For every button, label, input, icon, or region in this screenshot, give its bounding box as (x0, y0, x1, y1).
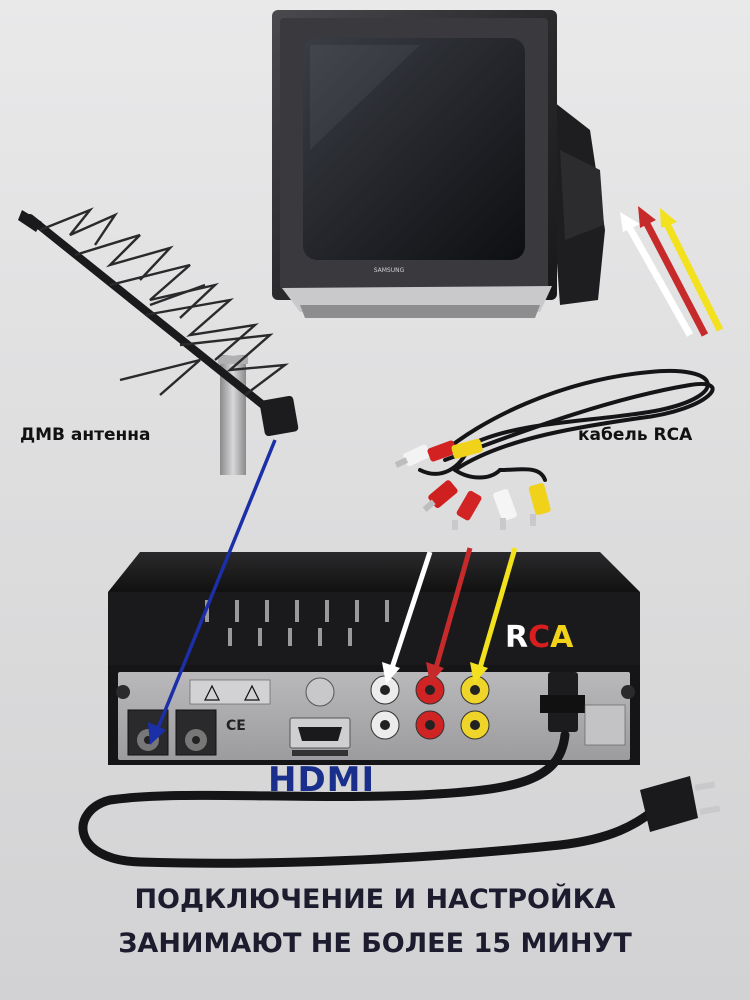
power-cable (78, 730, 721, 868)
antenna-label: ДМВ антенна (20, 425, 151, 445)
power-plug (640, 776, 721, 832)
rca-label: RCA (505, 620, 573, 655)
yellow-arrow-to-box (470, 547, 518, 684)
rca-jacks (370, 675, 490, 740)
audio-l-jack-bottom (370, 710, 400, 740)
rca-plug-red-2 (422, 480, 458, 512)
rca-plug-yellow-2 (528, 483, 551, 515)
rca-plug-red-1 (427, 440, 457, 462)
tv-input-arrows (620, 206, 724, 337)
loop-out-port (175, 709, 217, 756)
caption: ПОДКЛЮЧЕНИЕ И НАСТРОЙКА ЗАНИМАЮТ НЕ БОЛЕ… (0, 878, 750, 966)
rca-letter-a: A (550, 620, 574, 655)
video-jack-bottom (460, 710, 490, 740)
rca-plug-red-3 (456, 490, 482, 521)
hdmi-port (289, 717, 351, 756)
power-port (540, 672, 585, 732)
video-jack-top (460, 675, 490, 705)
uhf-antenna (18, 207, 299, 475)
antenna-connector-box (259, 395, 299, 437)
crt-tv: SAMSUNG (272, 10, 605, 318)
rca-letter-c: C (528, 620, 551, 655)
rca-plug-yellow-1 (451, 438, 483, 459)
hdmi-label: HDMI (268, 760, 376, 800)
rca-cable-label: кабель RCA (578, 425, 693, 445)
rca-letter-r: R (505, 620, 529, 655)
rca-plug-white-2 (493, 489, 517, 521)
red-arrow-to-box (426, 547, 473, 684)
caption-line-2: ЗАНИМАЮТ НЕ БОЛЕЕ 15 МИНУТ (118, 928, 632, 959)
audio-r-jack-bottom (415, 710, 445, 740)
white-arrow-to-box (382, 551, 433, 684)
rca-cable (394, 369, 715, 530)
caption-line-1: ПОДКЛЮЧЕНИЕ И НАСТРОЙКА (134, 884, 616, 915)
antenna-to-box-arrow (148, 439, 277, 745)
svg-text:CE: CE (226, 718, 246, 734)
set-top-box: CE (108, 552, 640, 765)
tv-brand-logo: SAMSUNG (374, 267, 405, 274)
rca-plug-white-1 (394, 444, 431, 468)
yellow-arrow-to-tv (660, 208, 724, 332)
audio-l-jack-top (370, 675, 400, 705)
red-arrow-to-tv (638, 206, 709, 337)
white-arrow-to-tv (620, 212, 694, 337)
tv-screen (303, 38, 525, 260)
